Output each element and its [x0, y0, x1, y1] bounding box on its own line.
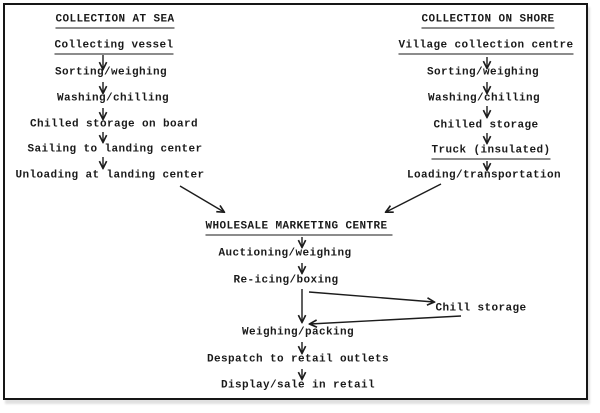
arrow-shore-to-market — [386, 183, 442, 212]
arrow-from-chill-storage — [310, 315, 462, 324]
flow-node-chill-storage: Chill storage — [435, 302, 527, 315]
flow-node-despatch: Despatch to retail outlets — [206, 353, 390, 366]
arrow-sea-to-market — [179, 185, 224, 212]
flow-node-loading-transport: Loading/transportation — [406, 169, 562, 182]
flow-node-village-centre: Village collection centre — [398, 40, 574, 55]
flow-node-unloading: Unloading at landing center — [15, 169, 205, 182]
flow-node-sea-sorting: Sorting/weighing — [54, 66, 168, 79]
flow-node-chilled-on-board: Chilled storage on board — [29, 118, 199, 131]
flow-node-sailing: Sailing to landing center — [27, 143, 203, 156]
sea-column-title: COLLECTION AT SEA — [55, 14, 175, 29]
flow-node-truck-insulated: Truck (insulated) — [431, 145, 551, 160]
flow-node-weighing-packing: Weighing/packing — [241, 326, 355, 339]
flow-node-collecting-vessel: Collecting vessel — [54, 40, 174, 55]
flow-node-shore-washing: Washing/chilling — [427, 92, 541, 105]
arrow-to-chill-storage — [308, 291, 434, 302]
flow-node-re-icing: Re-icing/boxing — [233, 274, 339, 287]
market-column-title: WHOLESALE MARKETING CENTRE — [205, 221, 393, 236]
shore-column-title: COLLECTION ON SHORE — [421, 14, 555, 29]
flow-node-shore-sorting: Sorting/weighing — [426, 66, 540, 79]
flow-node-display-sale: Display/sale in retail — [220, 379, 376, 392]
flow-node-sea-washing: Washing/chilling — [56, 92, 170, 105]
flow-node-auctioning: Auctioning/weighing — [218, 247, 352, 260]
flow-node-chilled-storage: Chilled storage — [433, 119, 539, 132]
